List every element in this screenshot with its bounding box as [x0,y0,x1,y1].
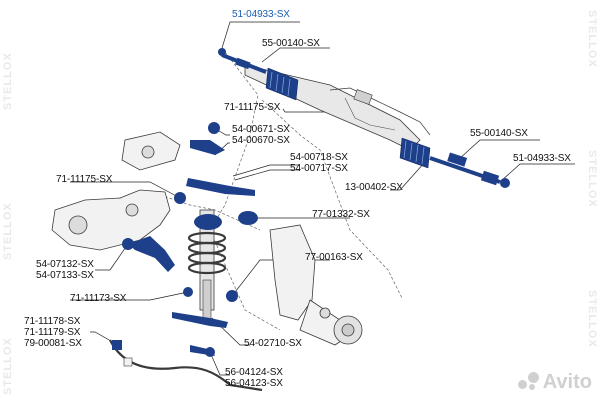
part-label-left-bushing[interactable]: 71-11175-SX [224,102,281,113]
avito-dots-icon [517,372,540,390]
subframe [51,131,181,251]
right-tie-rod [429,152,510,188]
knuckle-hub [269,224,363,346]
part-label-top-tie-rod-end[interactable]: 51-04933-SX [232,9,290,20]
strut-assembly [187,209,258,321]
part-label-upper-arm-front[interactable]: 54-00671-SX [232,124,290,135]
part-label-stab-link[interactable]: 79-00081-SX [24,338,82,349]
part-label-hub-bearing-side[interactable]: 77-00163-SX [305,252,363,263]
track-control-arm [122,236,175,272]
upper-arms [174,122,255,204]
part-label-track-control-a[interactable]: 54-07132-SX [36,259,94,270]
avito-wordmark: Avito [542,371,592,393]
part-label-steering-boot[interactable]: 13-00402-SX [345,182,403,193]
stabilizer-bar [109,339,263,392]
part-label-guide-arm[interactable]: 54-02710-SX [244,338,302,349]
part-label-tie-link-a[interactable]: 56-04124-SX [225,367,283,378]
part-label-tie-link-b[interactable]: 56-04123-SX [225,378,283,389]
avito-logo: Avito [517,371,592,394]
steering-rack [244,64,431,169]
part-label-arm-lower-a[interactable]: 54-00718-SX [290,152,348,163]
left-tie-rod [218,48,267,74]
part-label-stab-bushing-b[interactable]: 71-11179-SX [24,327,81,338]
part-label-right-tie-rod-end[interactable]: 51-04933-SX [513,153,571,164]
part-label-mid-bushing[interactable]: 71-11175-SX [56,174,113,185]
part-label-left-inner-tie-rod[interactable]: 55-00140-SX [262,38,320,49]
part-label-arm-lower-b[interactable]: 54-00717-SX [290,163,348,174]
part-label-track-control-b[interactable]: 54-07133-SX [36,270,94,281]
part-label-stab-bushing-a[interactable]: 71-11178-SX [24,316,81,327]
part-label-upper-arm-rear[interactable]: 54-00670-SX [232,135,290,146]
part-label-right-inner-tie-rod[interactable]: 55-00140-SX [470,128,528,139]
part-label-lower-bushing[interactable]: 71-11173-SX [70,293,127,304]
part-label-strut-mount[interactable]: 77-01332-SX [312,209,370,220]
lower-arms [172,287,238,357]
